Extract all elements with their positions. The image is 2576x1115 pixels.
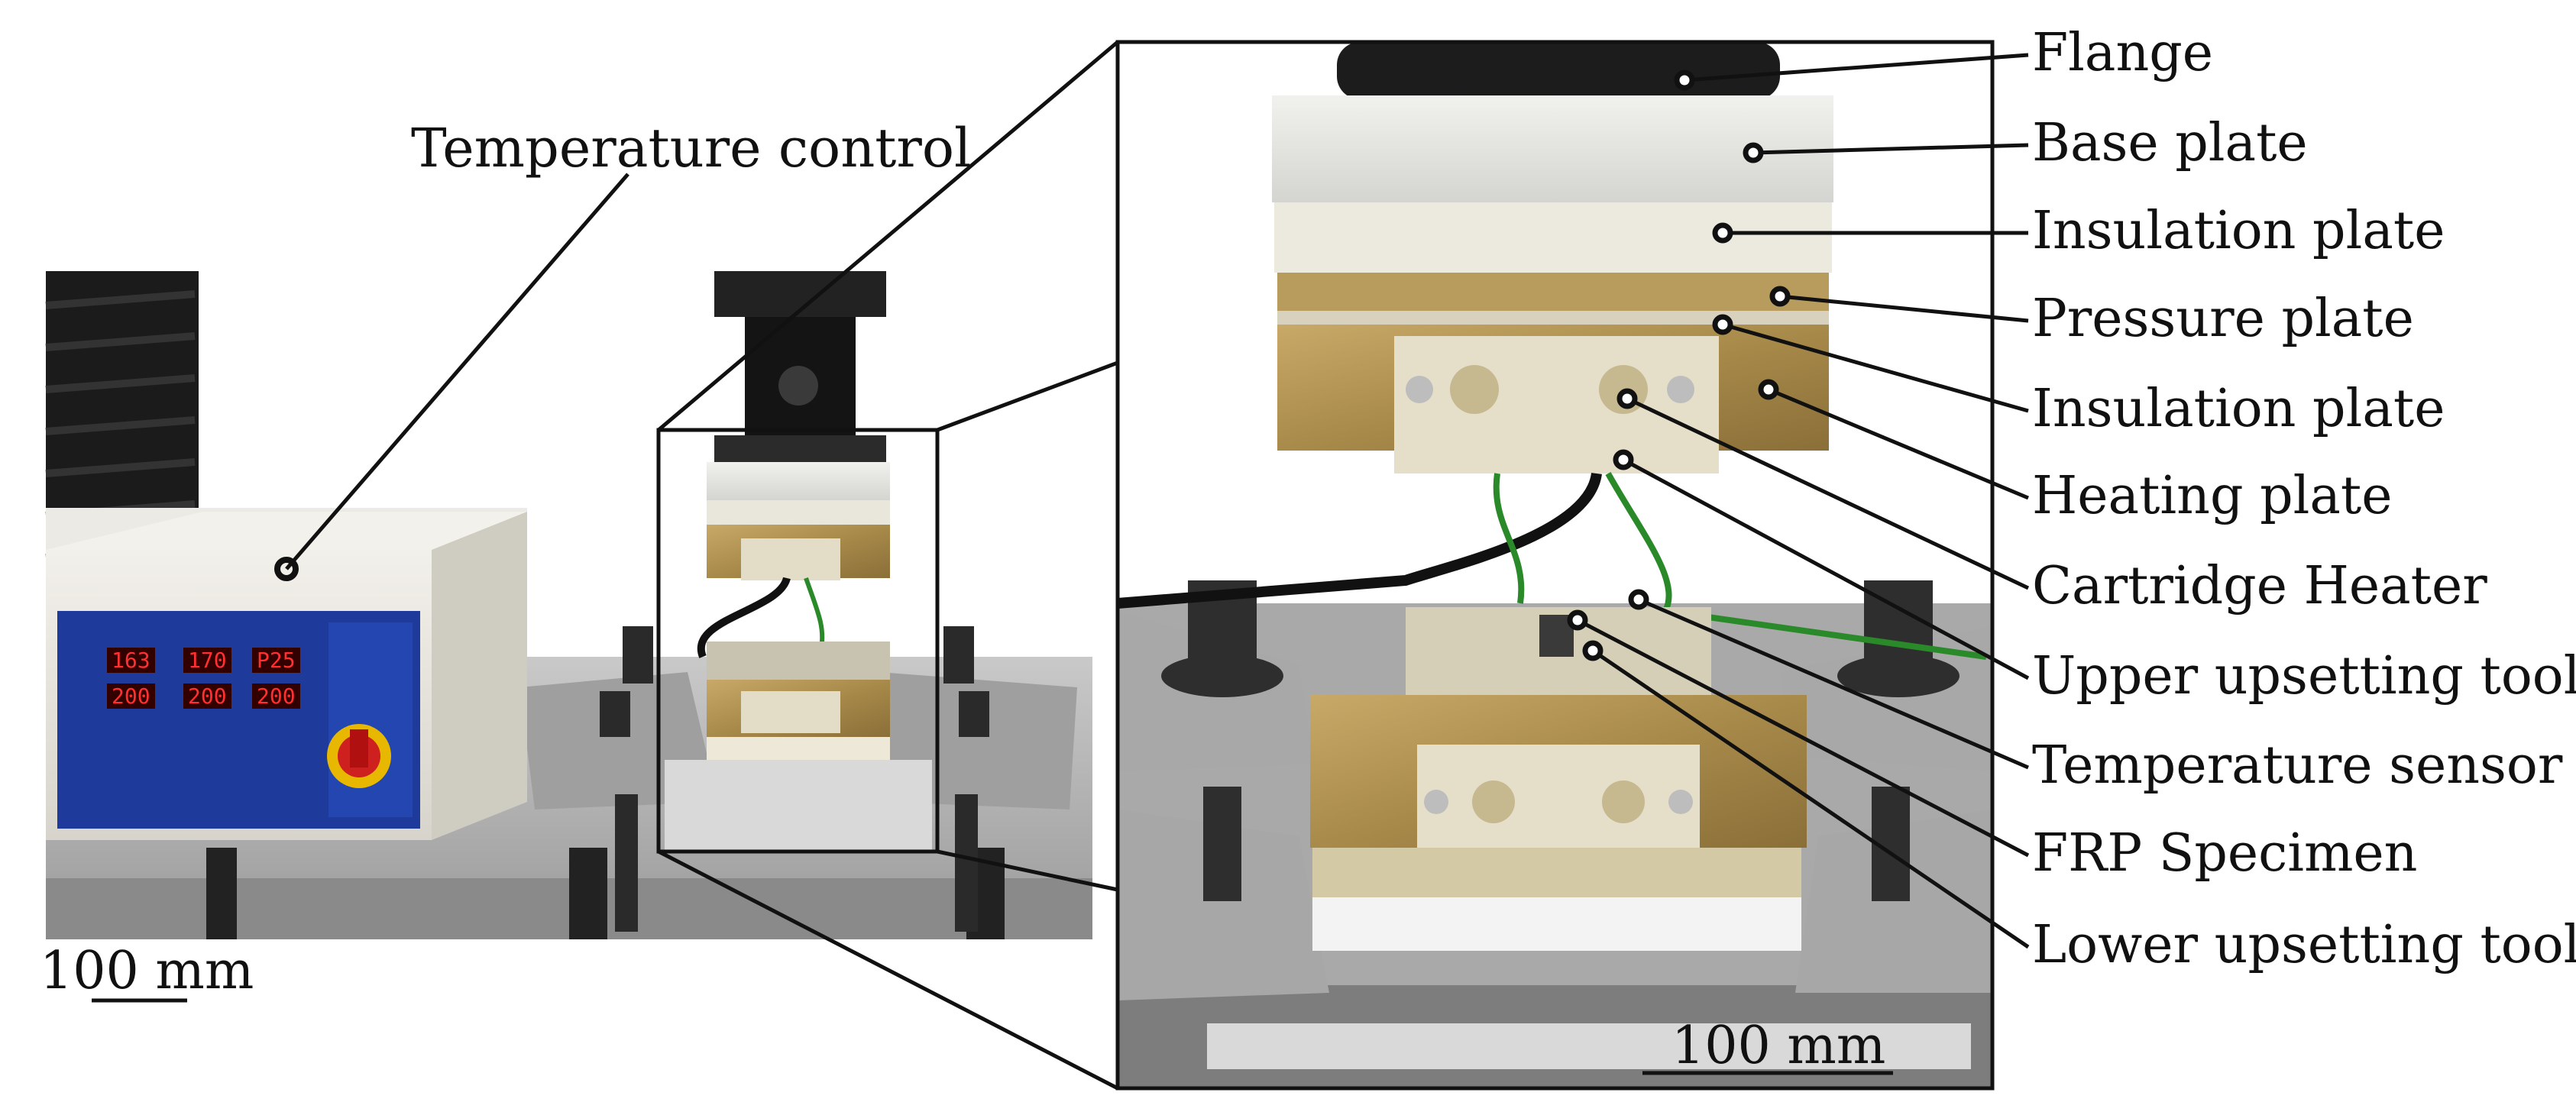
detail-insulation-plate	[1274, 202, 1832, 273]
callout-cartridge-heater: Cartridge Heater	[2032, 556, 2487, 616]
detail-pressure-plate	[1277, 273, 1829, 311]
callout-markers	[1567, 69, 1791, 661]
detail-flange	[1337, 42, 1780, 99]
callout-lower-upsetting-tool: Lower upsetting tool	[2032, 915, 2576, 975]
temperature-control-label: Temperature control	[411, 117, 972, 179]
zoom-region-frame	[656, 428, 940, 854]
callout-heating-plate: Heating plate	[2032, 466, 2393, 526]
callout-frp-specimen: FRP Specimen	[2032, 823, 2418, 884]
detail-base-plate	[1272, 95, 1833, 202]
overview-base-plate	[707, 462, 890, 500]
callout-upper-upsetting-tool: Upper upsetting tool	[2032, 646, 2576, 706]
temperature-control-marker	[274, 557, 299, 581]
detail-photo	[1115, 40, 1995, 1091]
overview-scale-label: 100 mm	[40, 941, 254, 1001]
callout-insulation-plate-1: Insulation plate	[2032, 201, 2445, 261]
callout-base-plate: Base plate	[2032, 113, 2308, 173]
display-3-bottom: 200	[252, 684, 300, 709]
detail-cartridge-block	[1394, 336, 1719, 473]
overview-photo	[45, 173, 1092, 1003]
display-1-bottom: 200	[107, 684, 155, 709]
zoom-connectors	[657, 40, 1119, 1091]
display-2-top: 170	[183, 648, 231, 673]
callout-pressure-plate: Pressure plate	[2032, 289, 2414, 349]
callout-flange: Flange	[2032, 23, 2214, 83]
callout-insulation-plate-2: Insulation plate	[2032, 379, 2445, 439]
temperature-control-leader	[285, 173, 629, 570]
detail-scale-label: 100 mm	[1671, 1016, 1886, 1076]
overview-lower-block	[665, 760, 932, 852]
display-3-top: P25	[252, 648, 300, 673]
callout-leaders	[1576, 53, 2030, 949]
detail-frame	[1115, 40, 1995, 1091]
callout-temperature-sensor: Temperature sensor	[2032, 735, 2563, 796]
detail-left-clamp	[1118, 810, 1329, 1000]
display-2-bottom: 200	[183, 684, 231, 709]
display-1-top: 163	[107, 648, 155, 673]
